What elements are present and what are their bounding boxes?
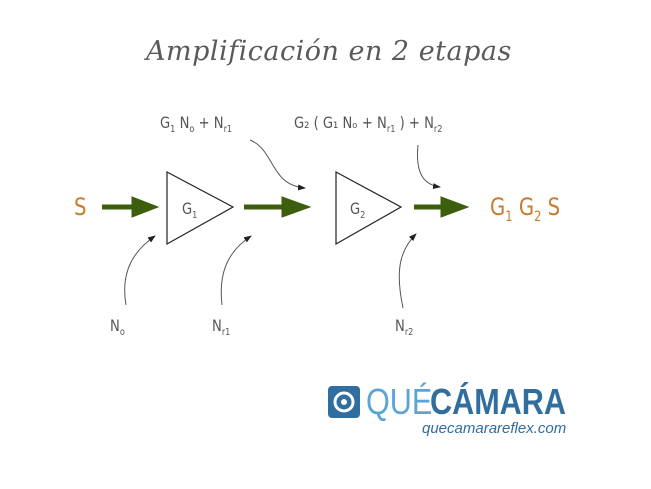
signal-arrow-2 <box>244 196 312 218</box>
noise-arrow-nr1 <box>220 235 252 306</box>
label-stage1-noise: G1 No + Nr1 <box>160 113 233 135</box>
noise-nr1-label: Nr1 <box>212 316 231 338</box>
quecamara-logo: QUÉ CÁMARA quecamarareflex.com <box>328 381 590 437</box>
logo-camara: CÁMARA <box>430 381 567 422</box>
diagram-title: Amplificación en 2 etapas <box>146 36 512 67</box>
amplifier-1 <box>166 171 235 246</box>
input-signal-label: S <box>74 193 87 221</box>
label-stage2-noise: G₂ ( G₁ Nₒ + Nr1 ) + Nr2 <box>294 113 443 135</box>
logo-url: quecamarareflex.com <box>422 420 567 437</box>
output-signal-label: G1 G2 S <box>490 193 561 225</box>
noise-arrow-top1 <box>249 139 306 191</box>
signal-arrow-3 <box>414 196 470 218</box>
signal-arrow-1 <box>102 196 160 218</box>
noise-arrow-no <box>124 235 156 306</box>
logo-que: QUÉ <box>366 381 433 422</box>
noise-arrow-top2 <box>416 144 441 190</box>
amplifier-2 <box>335 170 403 246</box>
amplifier-2-label: G2 <box>350 199 366 221</box>
noise-no-label: No <box>110 316 125 338</box>
noise-nr2-label: Nr2 <box>395 316 414 338</box>
noise-arrow-nr2 <box>398 233 417 309</box>
amplifier-1-label: G1 <box>182 199 198 221</box>
camera-shutter-icon <box>328 386 360 418</box>
